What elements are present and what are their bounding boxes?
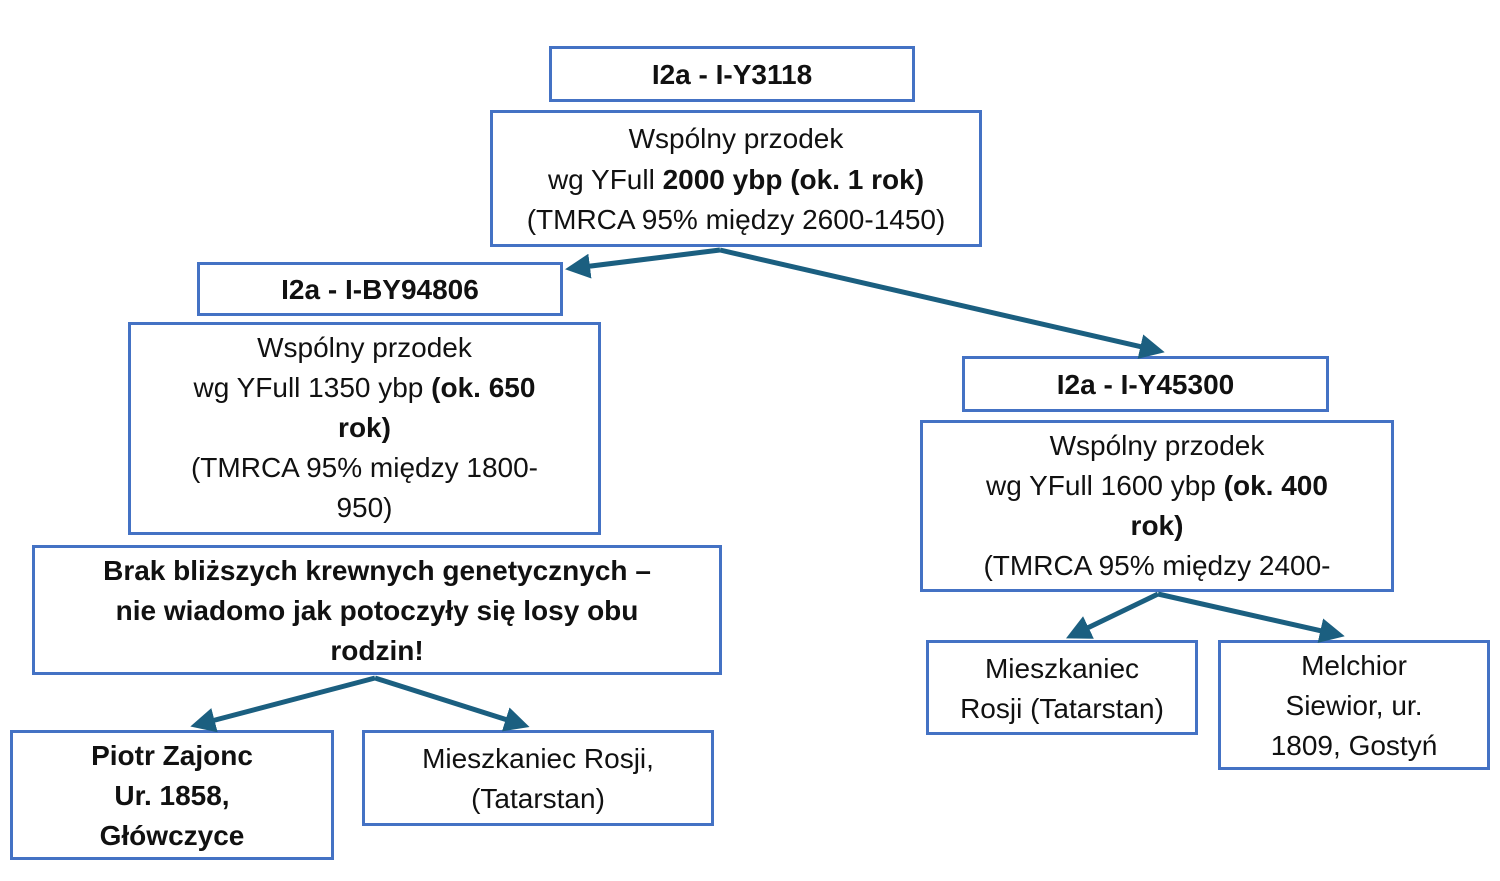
leaf-line: Siewior, ur. [1285, 690, 1423, 721]
root-info-box: Wspólny przodek wg YFull 2000 ybp (ok. 1… [490, 110, 982, 247]
root-title: I2a - I-Y3118 [651, 59, 813, 90]
right-title: I2a - I-Y45300 [1056, 369, 1235, 400]
leaf-line: 1809, Gostyń [1270, 730, 1438, 761]
leaf-line: (Tatarstan) [471, 783, 605, 814]
leaf-line: Ur. 1858, [114, 780, 230, 811]
right-line4: (TMRCA 95% między 2400- [983, 550, 1331, 581]
leaf-mieszkaniec-rosji-right: Mieszkaniec Rosji (Tatarstan) [926, 640, 1198, 735]
right-line2-bold: (ok. 400 [1223, 470, 1328, 501]
leaf-line: Piotr Zajonc [91, 740, 253, 771]
left-line3: rok) [338, 412, 391, 443]
leaf-line: Mieszkaniec [984, 653, 1140, 684]
leaf-mieszkaniec-rosji-left: Mieszkaniec Rosji, (Tatarstan) [362, 730, 714, 826]
arrow-right-to-rosja [1065, 591, 1160, 639]
root-line2-prefix: wg YFull [547, 164, 663, 195]
right-info-box: Wspólny przodek wg YFull 1600 ybp (ok. 4… [920, 420, 1394, 592]
left-info-box: Wspólny przodek wg YFull 1350 ybp (ok. 6… [128, 322, 601, 535]
right-line1: Wspólny przodek [1049, 430, 1265, 461]
left-line2: wg YFull 1350 ybp (ok. 650 [131, 368, 598, 409]
left-line5: 950) [336, 492, 393, 523]
leaf-line: Główczyce [99, 820, 245, 851]
leaf-piotr-zajonc: Piotr Zajonc Ur. 1858, Główczyce [10, 730, 334, 860]
arrow-root-to-left [565, 247, 721, 279]
arrow-right-to-melchior [1157, 591, 1345, 643]
note-line: Brak bliższych krewnych genetycznych – [103, 555, 651, 586]
leaf-line: Melchior [1301, 650, 1407, 681]
left-line2-bold: (ok. 650 [431, 372, 536, 403]
left-title: I2a - I-BY94806 [281, 274, 479, 305]
leaf-melchior-siewior: Melchior Siewior, ur. 1809, Gostyń [1218, 640, 1490, 770]
left-line2-prefix: wg YFull 1350 ybp [193, 372, 432, 403]
leaf-line: Mieszkaniec Rosji, [422, 743, 654, 774]
right-line2: wg YFull 1600 ybp (ok. 400 [923, 466, 1391, 507]
root-title-box: I2a - I-Y3118 [549, 46, 915, 102]
right-line3: rok) [1130, 510, 1184, 541]
arrow-left-to-rosja [374, 675, 530, 732]
left-note-box: Brak bliższych krewnych genetycznych – n… [32, 545, 722, 675]
leaf-line: Rosji (Tatarstan) [960, 693, 1164, 724]
left-title-box: I2a - I-BY94806 [197, 262, 563, 316]
right-line2-prefix: wg YFull 1600 ybp [986, 470, 1224, 501]
root-line3: (TMRCA 95% między 2600-1450) [526, 204, 946, 235]
arrow-root-to-right [719, 247, 1165, 359]
root-line1: Wspólny przodek [628, 123, 844, 154]
root-line2: wg YFull 2000 ybp (ok. 1 rok) [493, 160, 979, 201]
note-line: rodzin! [330, 635, 424, 666]
left-line1: Wspólny przodek [257, 332, 472, 363]
left-line4: (TMRCA 95% między 1800- [190, 452, 538, 483]
root-line2-bold: 2000 ybp (ok. 1 rok) [662, 164, 925, 195]
note-line: nie wiadomo jak potoczyły się losy obu [115, 595, 639, 626]
arrow-left-to-piotr [190, 675, 376, 733]
